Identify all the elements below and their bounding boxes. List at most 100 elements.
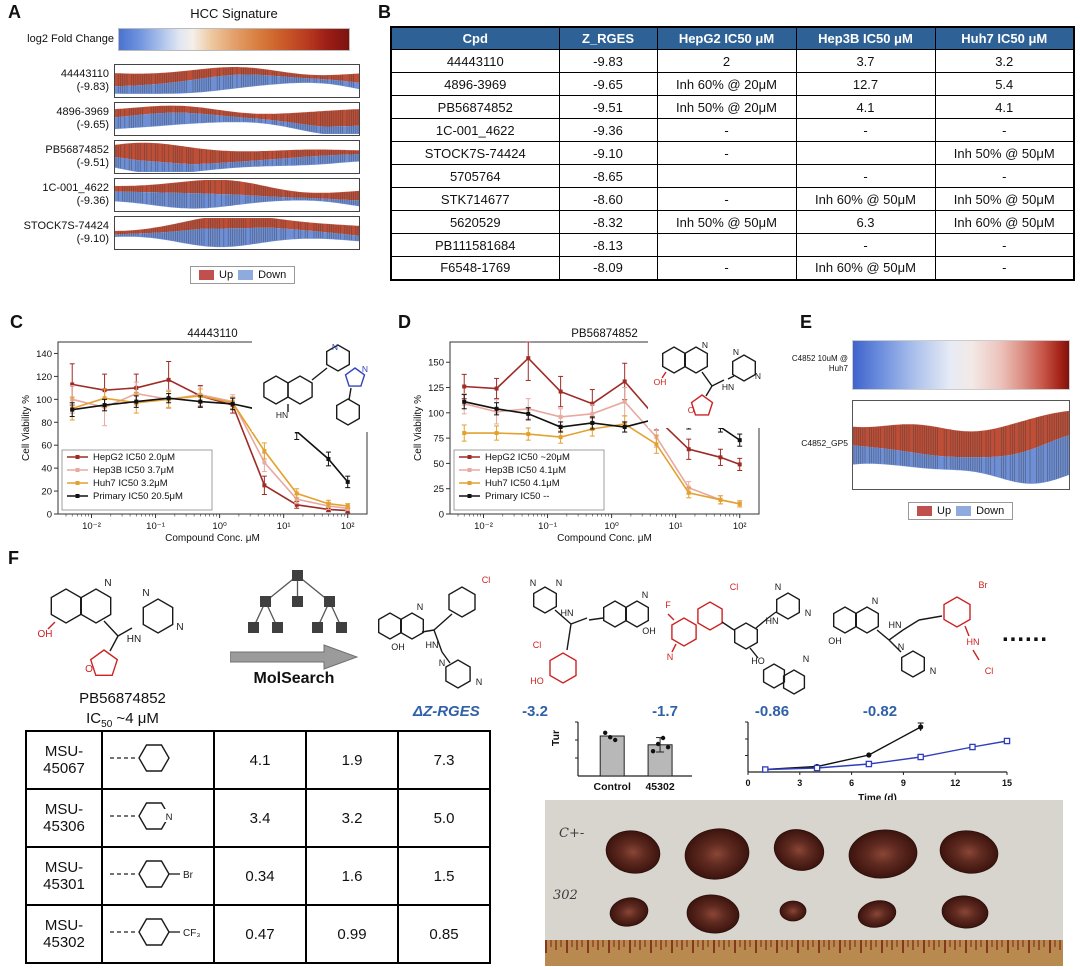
svg-text:HN: HN	[276, 410, 288, 420]
svg-text:HN: HN	[967, 637, 980, 647]
svg-text:Cell Viability %: Cell Viability %	[413, 395, 424, 461]
svg-text:25: 25	[433, 484, 444, 495]
svg-text:0: 0	[47, 510, 52, 521]
compound-label: 4896-3969(-9.65)	[2, 106, 114, 132]
svg-text:N: N	[733, 347, 739, 357]
svg-text:Cell Viability %: Cell Viability %	[21, 395, 32, 461]
msu-value: 1.6	[305, 846, 399, 906]
enrichment-plot-list: 44443110(-9.83)4896-3969(-9.65)PB5687485…	[2, 62, 362, 252]
svg-text:OH: OH	[642, 626, 656, 636]
svg-text:60: 60	[41, 441, 52, 452]
svg-text:Primary IC50 20.5μM: Primary IC50 20.5μM	[93, 491, 183, 502]
b-cell: Inh 60% @ 20μM	[656, 72, 797, 96]
svg-text:N: N	[166, 812, 173, 823]
up-color-swatch	[917, 506, 932, 516]
b-cell: -	[795, 233, 936, 257]
tumor-photo: C+- 302	[545, 800, 1063, 966]
b-cell: Inh 50% @ 50μM	[934, 141, 1075, 165]
svg-text:10¹: 10¹	[669, 521, 683, 532]
svg-text:HN: HN	[722, 382, 734, 392]
svg-text:0: 0	[439, 510, 444, 521]
b-cell: 3.2	[934, 49, 1075, 73]
panel-a-legend: Up Down	[190, 266, 296, 284]
svg-text:10⁰: 10⁰	[212, 521, 227, 532]
svg-text:3: 3	[797, 778, 802, 788]
b-cell: -	[934, 256, 1075, 280]
compound-score: (-9.65)	[76, 119, 109, 131]
up-label: Up	[219, 269, 234, 281]
up-color-swatch	[199, 270, 214, 280]
b-row: F6548-1769-8.09-Inh 60% @ 50μM-	[390, 256, 1075, 280]
svg-text:0: 0	[745, 778, 750, 788]
b-cell: 44443110	[390, 49, 560, 73]
b-cell: 6.3	[795, 210, 936, 234]
svg-text:Hep3B IC50 3.7μM: Hep3B IC50 3.7μM	[93, 465, 174, 476]
b-cell: -9.51	[558, 95, 658, 119]
msu-value: 0.99	[305, 904, 399, 964]
msu-value: 0.47	[213, 904, 307, 964]
enrichment-row: PB56874852(-9.51)	[2, 138, 362, 176]
b-cell: -	[656, 256, 797, 280]
panel-a-title: HCC Signature	[190, 6, 278, 21]
svg-text:OH: OH	[38, 629, 53, 640]
b-cell: STOCK7S-74424	[390, 141, 560, 165]
svg-text:Huh7 IC50 4.1μM: Huh7 IC50 4.1μM	[485, 478, 560, 489]
svg-text:Time (d): Time (d)	[858, 793, 897, 804]
svg-text:N: N	[332, 342, 338, 352]
svg-text:150: 150	[428, 358, 444, 369]
b-cell: -9.36	[558, 118, 658, 142]
b-cell	[795, 141, 936, 165]
svg-text:10⁻¹: 10⁻¹	[146, 521, 165, 532]
b-cell: 5620529	[390, 210, 560, 234]
b-cell: -8.13	[558, 233, 658, 257]
dz-value: -0.86	[754, 703, 790, 720]
ic-suffix: ~4 μM	[112, 710, 159, 727]
b-col-header: HepG2 IC50 μM	[656, 26, 797, 50]
panel-f-label: F	[8, 548, 19, 568]
svg-text:N: N	[530, 578, 537, 588]
svg-text:Cl: Cl	[730, 582, 739, 592]
svg-text:N: N	[142, 588, 149, 599]
down-color-swatch	[238, 270, 254, 280]
enrichment-row: STOCK7S-74424(-9.10)	[2, 214, 362, 252]
molsearch-label: MolSearch	[253, 670, 335, 687]
b-row: STOCK7S-74424-9.10-Inh 50% @ 50μM	[390, 141, 1075, 165]
b-cell: STK714677	[390, 187, 560, 211]
svg-text:HO: HO	[751, 656, 765, 666]
svg-text:N: N	[775, 582, 782, 592]
msu-fragment-structure: CF₃	[101, 904, 215, 964]
svg-text:Hep3B IC50 4.1μM: Hep3B IC50 4.1μM	[485, 465, 566, 476]
svg-text:HO: HO	[530, 676, 544, 686]
worm-label: C4852_GP5	[801, 438, 848, 448]
svg-text:N: N	[702, 340, 708, 350]
panel-a-label: A	[8, 2, 21, 22]
svg-text:10⁻²: 10⁻²	[82, 521, 101, 532]
lead-ic50: IC50 ~4 μM	[30, 710, 215, 730]
delta-z-rges-label: ΔZ-RGES	[413, 703, 480, 720]
ic-sub: 50	[101, 719, 113, 730]
b-cell: 5.4	[934, 72, 1075, 96]
b-cell: Inh 50% @ 50μM	[934, 187, 1075, 211]
panel-d-label: D	[398, 312, 411, 332]
enrichment-plot	[114, 102, 360, 136]
svg-text:Control: Control	[594, 781, 631, 793]
b-cell: -	[656, 187, 797, 211]
svg-text:O: O	[688, 405, 695, 415]
b-cell: -9.65	[558, 72, 658, 96]
enrichment-plot	[114, 216, 360, 250]
msu-fragment-structure: Br	[101, 846, 215, 906]
svg-text:6: 6	[849, 778, 854, 788]
b-cell: -	[934, 118, 1075, 142]
svg-text:44443110: 44443110	[187, 328, 237, 340]
b-cell	[656, 233, 797, 257]
